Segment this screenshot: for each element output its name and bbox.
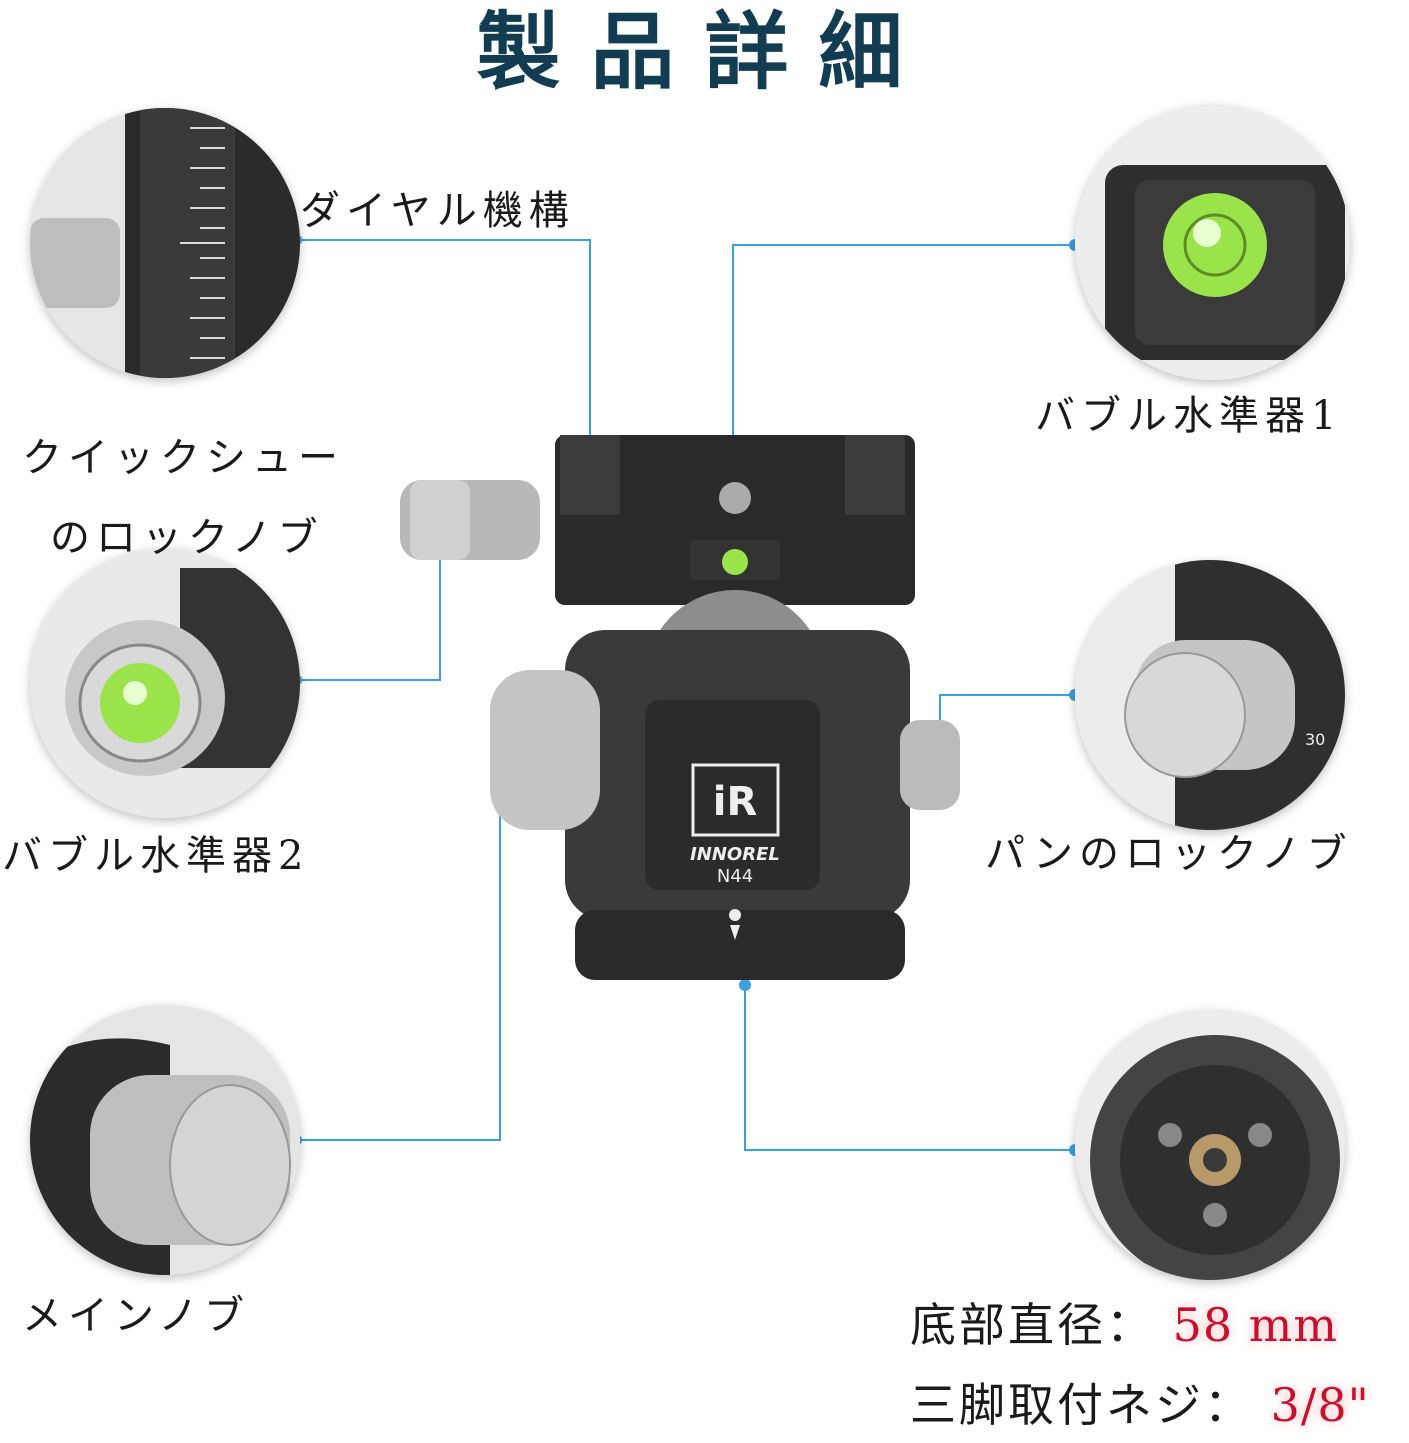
- brand-name: INNOREL: [690, 844, 780, 865]
- label-quick-shoe-lock-line2: のロックノブ: [50, 515, 324, 561]
- pan-lock-detail-photo: 30: [1075, 560, 1345, 830]
- spec-thread-value: 3/8": [1270, 1378, 1370, 1432]
- spec-base-diameter: 底部直径： 58 mm: [910, 1295, 1338, 1355]
- base-detail-photo: [1075, 1010, 1345, 1280]
- ball-head-product-photo: iR INNOREL N44: [400, 435, 960, 980]
- spec-thread: 三脚取付ネジ： 3/8": [910, 1375, 1370, 1435]
- spec-base-diameter-value: 58 mm: [1172, 1298, 1339, 1352]
- label-dial-mechanism: ダイヤル機構: [300, 188, 575, 234]
- page-title: 製品詳細: [476, 3, 933, 101]
- main-knob-detail-photo: [30, 1005, 300, 1275]
- dial-detail-photo: [30, 108, 300, 378]
- model-name: N44: [717, 866, 753, 887]
- spec-thread-label: 三脚取付ネジ：: [910, 1378, 1253, 1432]
- bubble1-detail-photo: [1075, 105, 1350, 380]
- label-quick-shoe-lock-line1: クイックシュー: [22, 435, 344, 481]
- label-main-knob: メインノブ: [22, 1293, 250, 1339]
- bubble2-detail-photo: [30, 548, 300, 818]
- spec-base-diameter-label: 底部直径：: [910, 1298, 1155, 1352]
- brand-logo: iR: [713, 779, 758, 825]
- svg-text:30: 30: [1305, 730, 1325, 749]
- label-bubble-level-1: バブル水準器1: [1035, 393, 1343, 439]
- label-pan-lock-knob: パンのロックノブ: [985, 831, 1353, 877]
- label-bubble-level-2: バブル水準器2: [2, 833, 310, 879]
